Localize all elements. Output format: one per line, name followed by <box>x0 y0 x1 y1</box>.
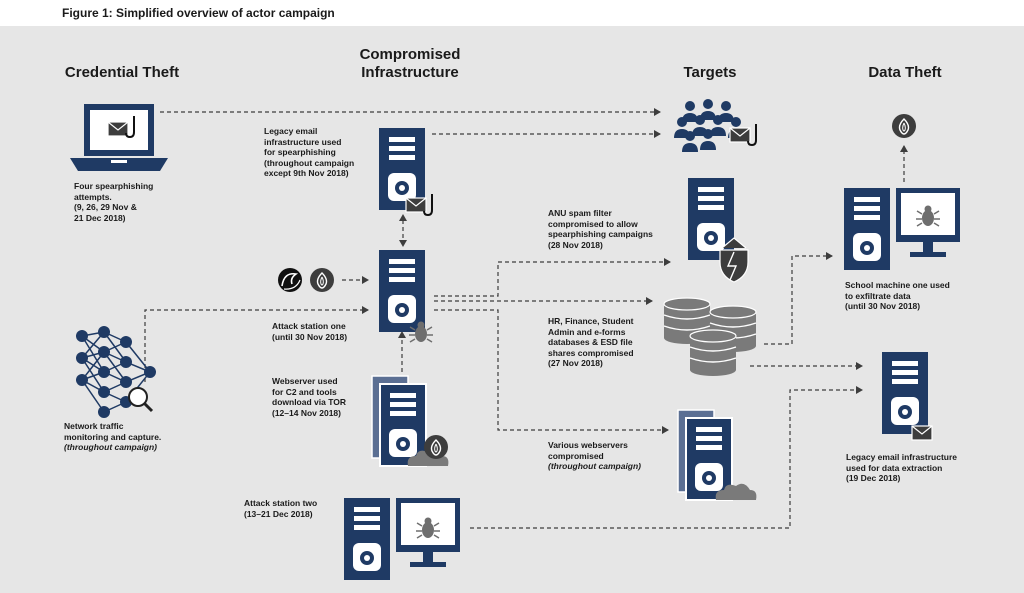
label-anu-spam: ANU spam filter compromised to allow spe… <box>548 208 653 250</box>
webserver-stack-icon <box>371 375 427 467</box>
label-network-traffic: Network traffic monitoring and capture. … <box>64 421 162 452</box>
header-credential-theft: Credential Theft <box>64 64 180 81</box>
swirl-logo-icon <box>278 268 302 292</box>
tor-icon <box>891 113 917 139</box>
laptop-icon <box>70 104 168 171</box>
database-icon <box>663 297 757 377</box>
label-various-webservers: Various webservers compromised (througho… <box>548 440 642 471</box>
email-icon <box>911 425 933 441</box>
label-attack-station-two: Attack station two (13–21 Dec 2018) <box>244 498 318 519</box>
email-icon <box>729 127 751 143</box>
arrow-to-anu-spam <box>434 258 671 297</box>
label-school-machine: School machine one used to exfiltrate da… <box>845 280 950 311</box>
arrow-station-two-to-legacy <box>470 386 863 529</box>
email-icon <box>405 197 427 213</box>
label-spearphishing: Four spearphishing attempts. (9, 26, 29 … <box>74 181 154 223</box>
header-compromised-infrastructure: Compromised Infrastructure <box>330 46 490 82</box>
connector-lines <box>144 108 908 529</box>
figure-title: Figure 1: Simplified overview of actor c… <box>62 6 335 20</box>
school-machine-icon <box>844 188 960 270</box>
label-attack-station-one: Attack station one (until 30 Nov 2018) <box>272 321 348 342</box>
label-hr-finance: HR, Finance, Student Admin and e-forms d… <box>548 316 634 368</box>
arrow-network-to-attack-station <box>144 306 369 382</box>
header-line: Infrastructure <box>361 64 459 81</box>
legacy-email-extraction-server-icon <box>882 352 928 434</box>
attack-station-one-server-icon <box>379 250 425 332</box>
header-line: Compromised <box>359 46 461 63</box>
attack-station-two-icon <box>344 498 460 580</box>
shield-bolt-icon <box>719 237 749 283</box>
label-legacy-email: Legacy email infrastructure used for spe… <box>264 126 355 178</box>
label-webserver-c2: Webserver used for C2 and tools download… <box>272 376 346 418</box>
label-legacy-email-extraction: Legacy email infrastructure used for dat… <box>846 452 958 483</box>
diagram-panel <box>0 26 1024 593</box>
arrow-to-webservers <box>434 309 669 434</box>
arrow-db-to-school <box>764 252 833 345</box>
header-data-theft: Data Theft <box>868 64 942 81</box>
tor-icon <box>309 267 335 293</box>
people-group-icon <box>674 99 744 152</box>
various-webservers-icon <box>677 409 733 501</box>
email-icon <box>107 121 129 137</box>
header-targets: Targets <box>683 64 737 81</box>
tor-icon <box>423 434 449 460</box>
neural-network-icon <box>76 326 156 418</box>
magnifier-icon <box>128 387 154 413</box>
